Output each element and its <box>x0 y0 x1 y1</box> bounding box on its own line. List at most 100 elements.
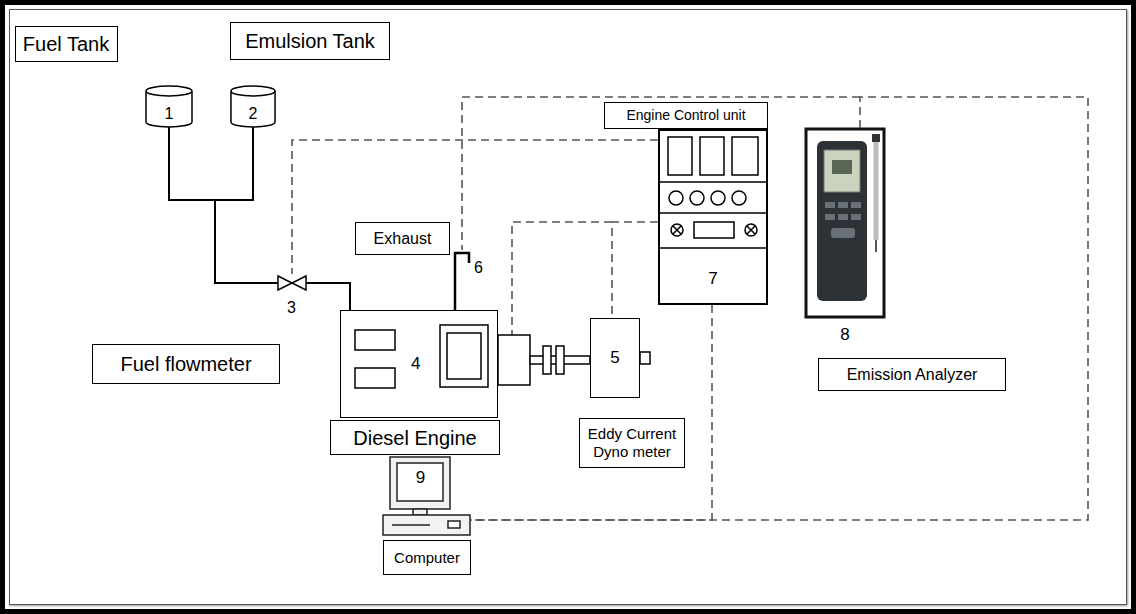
coupling-shaft <box>640 352 650 364</box>
label-text: Engine Control unit <box>626 107 745 124</box>
dashed-wire <box>462 97 860 250</box>
engine-detail <box>447 333 481 379</box>
signal-wire <box>470 305 712 520</box>
engine-detail <box>440 325 488 387</box>
signal-wire <box>612 222 658 318</box>
exhaust-pipe <box>455 253 469 310</box>
dashed-wire <box>292 140 658 274</box>
callout-number: 6 <box>474 258 483 277</box>
label-box: Diesel Engine <box>330 420 500 455</box>
control-panel-detail <box>673 226 681 234</box>
analyzer-picture <box>806 129 884 317</box>
computer-icon <box>413 509 427 515</box>
analyzer-picture <box>806 129 884 317</box>
label-text: Diesel Engine <box>353 426 476 450</box>
analyzer-picture <box>872 134 880 142</box>
computer-icon <box>383 457 470 535</box>
control-panel-detail <box>747 226 755 234</box>
analyzer-picture <box>831 228 855 238</box>
computer-icon <box>392 524 430 526</box>
label-text: Fuel flowmeter <box>120 352 251 376</box>
label-text: Exhaust <box>374 229 432 248</box>
control-panel-detail <box>669 191 683 205</box>
fuel-pipe <box>169 127 350 310</box>
computer-icon <box>397 463 443 501</box>
computer: 9 <box>383 455 470 535</box>
callout-number: 9 <box>416 468 425 488</box>
fuel-pipe <box>215 127 350 310</box>
callout-number: 3 <box>287 298 296 317</box>
callout-number: 2 <box>249 104 258 123</box>
control-panel-detail <box>694 222 734 238</box>
analyzer-picture <box>824 150 860 192</box>
dynamometer: 5 <box>590 318 640 398</box>
analyzer-picture <box>838 214 848 220</box>
coupling-shaft <box>556 346 564 374</box>
engine-detail <box>355 330 395 350</box>
valve-symbol <box>278 276 292 290</box>
label-text: Computer <box>394 549 460 567</box>
label-text: Emulsion Tank <box>245 29 375 53</box>
label-box: Fuel flowmeter <box>92 344 280 384</box>
control-panel-detail <box>671 224 683 236</box>
control-panel-detail <box>745 224 757 236</box>
control-panel-detail <box>658 212 768 214</box>
computer-icon <box>383 515 470 535</box>
valve-symbol <box>292 276 306 290</box>
analyzer-picture <box>825 202 835 208</box>
analyzer-picture <box>851 214 861 220</box>
engine-detail <box>355 368 395 388</box>
analyzer-picture <box>851 202 861 208</box>
control-panel-detail <box>690 191 704 205</box>
control-panel-detail <box>658 137 768 248</box>
computer-icon <box>448 521 460 528</box>
exhaust-pipe <box>455 253 469 310</box>
label-text: Emission Analyzer <box>847 365 978 384</box>
callout-number: 4 <box>411 354 420 374</box>
analyzer-picture <box>825 214 835 220</box>
analyzer-picture <box>875 240 877 252</box>
control-panel-detail <box>658 247 768 249</box>
control-panel-detail <box>732 191 746 205</box>
control-panel-detail <box>732 137 758 175</box>
cylinder-outline <box>231 86 275 127</box>
dashed-wire <box>292 97 860 335</box>
control-unit: 7 <box>658 129 768 305</box>
control-panel-detail <box>700 137 724 175</box>
coupling-shaft <box>543 346 551 374</box>
label-box: Eddy Current Dyno meter <box>579 418 685 468</box>
tank-cylinder: 1 <box>145 85 193 127</box>
callout-number: 1 <box>165 104 174 123</box>
control-panel-detail <box>658 181 768 183</box>
analyzer-picture <box>838 202 848 208</box>
label-box: Emulsion Tank <box>230 22 390 60</box>
callout-number: 8 <box>840 325 849 345</box>
label-text: Fuel Tank <box>23 32 109 56</box>
label-box: Fuel Tank <box>15 26 118 62</box>
label-box: Emission Analyzer <box>818 358 1006 391</box>
callout-number: 5 <box>610 348 619 368</box>
signal-wire <box>470 97 1088 520</box>
emission-analyzer: 8 <box>805 128 885 345</box>
label-box: Computer <box>383 540 471 575</box>
tank-cylinder: 2 <box>230 85 276 127</box>
computer-icon <box>390 457 450 509</box>
diesel-engine: 4 <box>340 310 498 418</box>
control-panel-detail <box>668 137 692 175</box>
control-panel-detail <box>711 191 725 205</box>
analyzer-picture <box>817 141 867 301</box>
label-box: Engine Control unit <box>604 102 768 129</box>
engine-detail <box>355 325 488 388</box>
cylinder-outline <box>146 86 192 127</box>
label-box: Exhaust <box>355 222 450 255</box>
coupling-shaft <box>498 335 530 385</box>
valve-symbol <box>278 276 306 290</box>
label-text: Eddy Current Dyno meter <box>585 425 679 461</box>
callout-number: 7 <box>708 269 717 289</box>
analyzer-picture <box>832 160 852 174</box>
